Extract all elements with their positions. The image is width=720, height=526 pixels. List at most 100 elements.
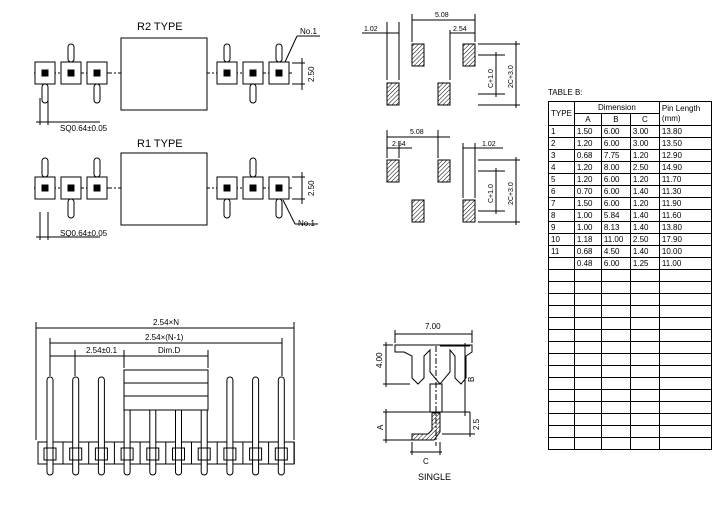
table-cell: 5 bbox=[548, 173, 575, 186]
pin-square bbox=[275, 69, 283, 77]
table-row bbox=[548, 281, 712, 294]
front-pin-collar bbox=[94, 447, 108, 461]
r2-fp-dim-c: C+1.0 bbox=[488, 69, 495, 88]
header-pin-length: Pin Length (mm) bbox=[658, 101, 712, 126]
r1-pin-size-label: SQ0.64±0.05 bbox=[60, 229, 108, 238]
table-cell bbox=[573, 425, 602, 438]
table-cell bbox=[548, 353, 575, 366]
table-cell bbox=[548, 329, 575, 342]
header-col-b: B bbox=[600, 113, 631, 126]
table-cell: 8.13 bbox=[600, 221, 631, 234]
table-cell: 14.90 bbox=[658, 161, 712, 174]
table-row bbox=[548, 365, 712, 378]
front-dim-d: Dim.D bbox=[158, 346, 180, 355]
r1-fp-dim-2c: 2C+3.0 bbox=[508, 182, 515, 205]
pin-up bbox=[275, 43, 283, 63]
pin-square bbox=[67, 184, 75, 192]
table-cell bbox=[658, 317, 712, 330]
table-cell bbox=[600, 413, 631, 426]
table-row bbox=[548, 293, 712, 306]
table-row bbox=[548, 269, 712, 282]
pin-up bbox=[93, 157, 101, 178]
front-overall-dim: 2.54×N bbox=[153, 318, 179, 327]
table-cell bbox=[658, 425, 712, 438]
table-cell: 11 bbox=[548, 245, 575, 258]
table-cell bbox=[600, 377, 631, 390]
table-cell bbox=[600, 353, 631, 366]
side-dim-a: A bbox=[376, 424, 385, 430]
table-cell bbox=[548, 365, 575, 378]
table-cell bbox=[658, 341, 712, 354]
side-width-dim: 7.00 bbox=[425, 322, 441, 331]
table-cell bbox=[573, 353, 602, 366]
table-cell bbox=[573, 305, 602, 318]
table-cell bbox=[629, 281, 660, 294]
table-cell: 13.80 bbox=[658, 221, 712, 234]
pin-square bbox=[93, 184, 101, 192]
side-dim-b: B bbox=[467, 377, 476, 382]
table-cell: 8.00 bbox=[600, 161, 631, 174]
table-cell: 7.75 bbox=[600, 149, 631, 162]
front-pin bbox=[277, 376, 285, 476]
front-pitch-dim: 2.54±0.1 bbox=[86, 346, 118, 355]
table-cell: 1.40 bbox=[629, 185, 660, 198]
front-pin-collar bbox=[146, 447, 160, 461]
table-cell: 11.00 bbox=[658, 257, 712, 270]
pin-down bbox=[67, 198, 75, 219]
table-cell bbox=[658, 281, 712, 294]
pin-down bbox=[93, 83, 101, 104]
front-pin-collar bbox=[197, 447, 211, 461]
table-cell bbox=[573, 413, 602, 426]
r1-top-view bbox=[34, 152, 318, 240]
side-caption: SINGLE bbox=[418, 472, 451, 482]
table-row bbox=[548, 353, 712, 366]
table-cell bbox=[548, 281, 575, 294]
table-cell bbox=[658, 437, 712, 450]
table-cell bbox=[600, 329, 631, 342]
table-cell: 1.50 bbox=[573, 125, 602, 138]
header-dimension: Dimension bbox=[573, 101, 660, 114]
table-cell bbox=[629, 377, 660, 390]
table-cell: 2.50 bbox=[629, 161, 660, 174]
pin-down bbox=[275, 198, 283, 219]
r2-pin1-label: No.1 bbox=[300, 27, 317, 36]
table-row bbox=[548, 437, 712, 450]
pin-up bbox=[67, 43, 75, 63]
table-cell bbox=[629, 293, 660, 306]
table-cell: 6.00 bbox=[600, 137, 631, 150]
table-cell bbox=[573, 329, 602, 342]
r2-fp-dim-508: 5.08 bbox=[435, 12, 449, 19]
table-cell: 1.40 bbox=[629, 221, 660, 234]
r1-footprint bbox=[386, 130, 520, 225]
table-cell: 1.40 bbox=[629, 245, 660, 258]
table-row bbox=[548, 401, 712, 414]
table-cell bbox=[548, 389, 575, 402]
table-cell: 6.00 bbox=[600, 185, 631, 198]
table-cell bbox=[548, 269, 575, 282]
front-pin-collar bbox=[274, 447, 288, 461]
table-cell bbox=[629, 269, 660, 282]
table-cell: 11.00 bbox=[600, 233, 631, 246]
table-cell: 1.20 bbox=[629, 173, 660, 186]
table-cell bbox=[629, 317, 660, 330]
table-cell: 3.00 bbox=[629, 125, 660, 138]
r2-fp-dim-2c: 2C+3.0 bbox=[508, 65, 515, 88]
table-caption: TABLE B: bbox=[548, 88, 583, 97]
table-cell bbox=[658, 413, 712, 426]
side-view bbox=[383, 330, 475, 455]
table-row bbox=[548, 425, 712, 438]
table-cell: 2 bbox=[548, 137, 575, 150]
pin-up bbox=[249, 157, 257, 178]
header-pin-length-text: Pin Length bbox=[661, 103, 701, 113]
r1-fp-dim-254: 2.54 bbox=[392, 141, 406, 148]
table-cell: 11.90 bbox=[658, 197, 712, 210]
side-height-dim: 4.00 bbox=[375, 352, 384, 368]
r1-fp-dim-c: C+1.0 bbox=[488, 184, 495, 203]
